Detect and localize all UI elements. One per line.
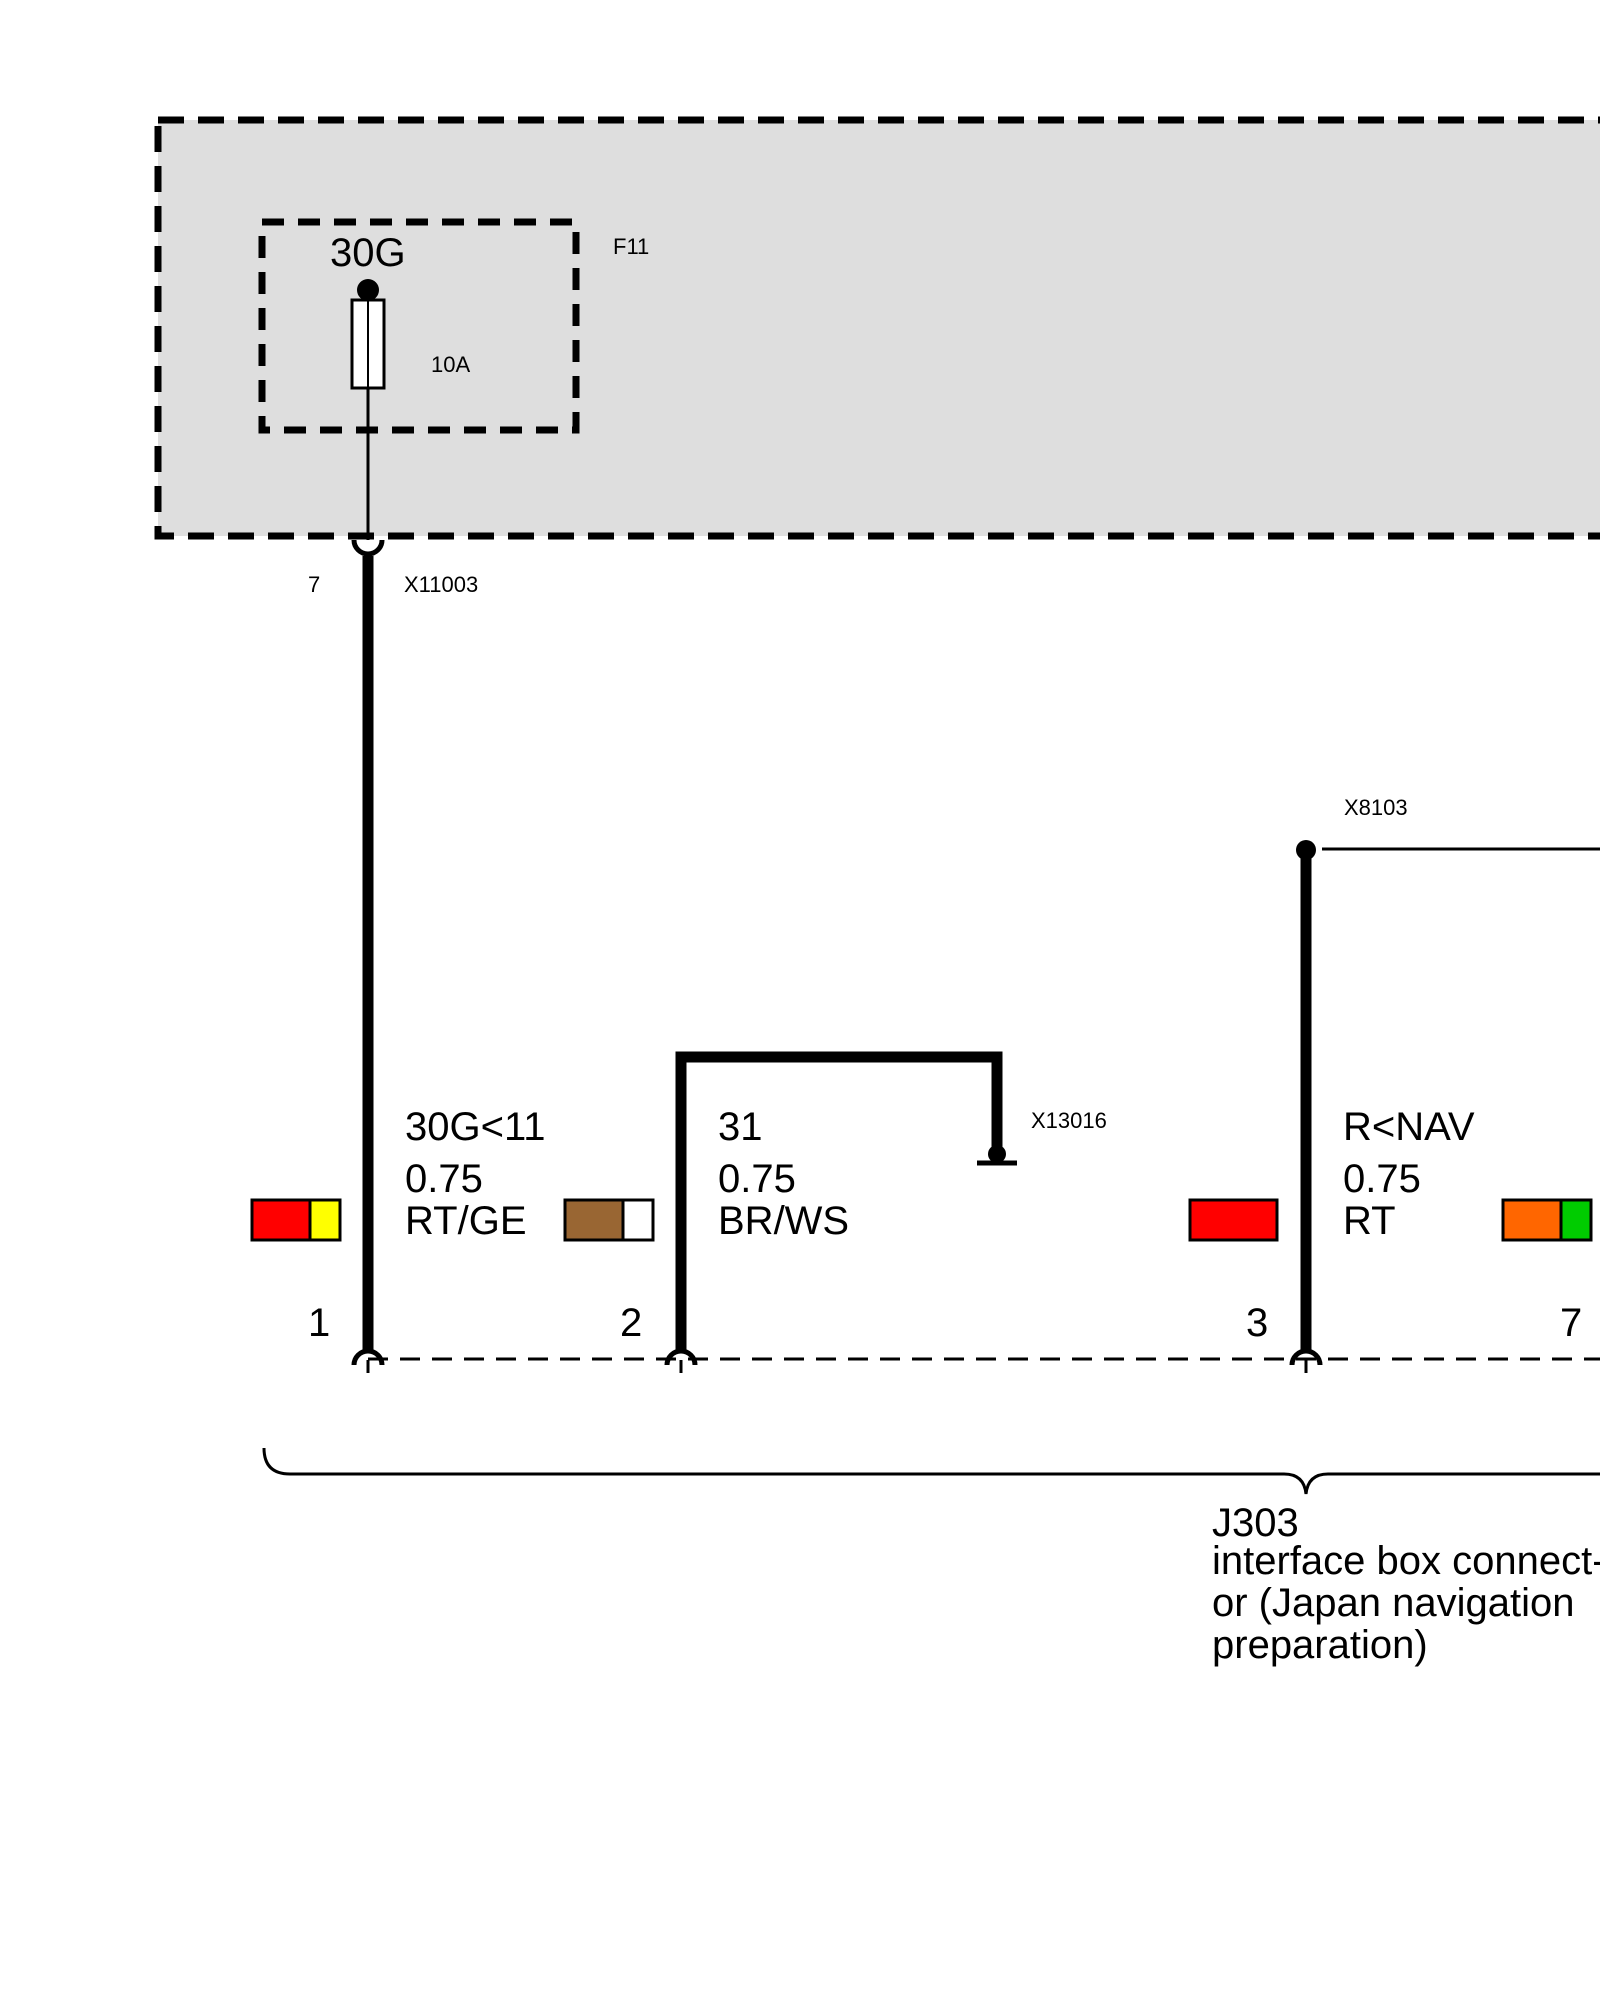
wire-1-signal: 30G<11: [405, 1105, 546, 1149]
pin-number-3: 3: [1246, 1301, 1268, 1345]
wire-3-gauge: 0.75: [1343, 1157, 1421, 1201]
wire-1-color-swatch: [250, 1198, 342, 1242]
connector-bottom-id: J303: [1212, 1501, 1299, 1545]
fuse-id-label: F11: [613, 234, 649, 259]
connector-top-id: X11003: [404, 572, 478, 597]
pin-socket-icon: [664, 1348, 698, 1373]
connector-brace: [262, 1447, 1600, 1495]
fuse-box: [258, 218, 580, 434]
fuse-icon: [350, 279, 386, 540]
connector-top-pin: 7: [308, 572, 320, 597]
wire-4-color-swatch: [1501, 1198, 1593, 1242]
connector-bottom-description-line-1: interface box connect-: [1212, 1539, 1600, 1583]
wire-2-signal: 31: [718, 1105, 763, 1149]
wire-3-color-code: RT: [1343, 1199, 1396, 1243]
wire-2: [675, 1051, 1003, 1352]
wire-2-color-code: BR/WS: [718, 1199, 849, 1243]
pin-socket-icon: [351, 539, 385, 557]
wire-2-gauge: 0.75: [718, 1157, 796, 1201]
wire-2-color-swatch: [563, 1198, 655, 1242]
connector-bottom-description-line-3: preparation): [1212, 1623, 1428, 1667]
pin-socket-icon: [1289, 1348, 1323, 1373]
splice-icon: [1296, 840, 1316, 860]
module-housing: [154, 116, 1600, 540]
connector-bottom-description-line-2: or (Japan navigation: [1212, 1581, 1574, 1625]
ground-id: X13016: [1031, 1108, 1107, 1133]
pin-number-7: 7: [1560, 1301, 1582, 1345]
wire-3-color-swatch: [1188, 1198, 1279, 1242]
pin-number-2: 2: [620, 1301, 642, 1345]
fuse-terminal-label: 30G: [330, 231, 406, 275]
fuse-rating-label: 10A: [431, 352, 470, 377]
ground-icon: [977, 1145, 1017, 1166]
splice-id: X8103: [1344, 795, 1408, 820]
wire-1-color-code: RT/GE: [405, 1199, 527, 1243]
pin-socket-icon: [351, 1348, 385, 1373]
wire-3-signal: R<NAV: [1343, 1105, 1475, 1149]
wire-1-gauge: 0.75: [405, 1157, 483, 1201]
pin-number-1: 1: [308, 1301, 330, 1345]
